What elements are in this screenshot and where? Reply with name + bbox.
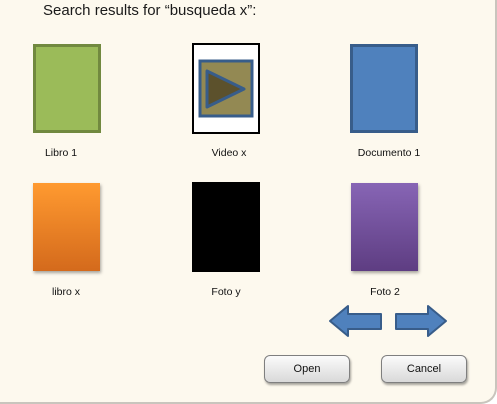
video-play-icon <box>198 59 254 118</box>
arrow-right-icon[interactable] <box>394 303 448 339</box>
result-label: Foto 2 <box>370 286 400 298</box>
result-thumb-foto-y[interactable] <box>192 182 260 272</box>
cancel-button[interactable]: Cancel <box>381 355 467 383</box>
arrow-left-icon[interactable] <box>328 303 384 339</box>
result-label: Foto y <box>211 286 241 298</box>
results-title: Search results for “busqueda x”: <box>43 2 257 19</box>
result-thumb-video-x[interactable] <box>192 43 260 134</box>
result-label: Documento 1 <box>357 147 421 159</box>
result-label: libro x <box>51 286 80 298</box>
result-thumb-libro-x[interactable] <box>33 183 100 271</box>
result-thumb-libro-1[interactable] <box>33 44 101 133</box>
result-label: Video x <box>211 147 247 159</box>
result-label: Libro 1 <box>44 147 78 159</box>
result-thumb-foto-2[interactable] <box>351 183 418 271</box>
open-button[interactable]: Open <box>264 355 350 383</box>
result-thumb-documento-1[interactable] <box>350 44 418 133</box>
